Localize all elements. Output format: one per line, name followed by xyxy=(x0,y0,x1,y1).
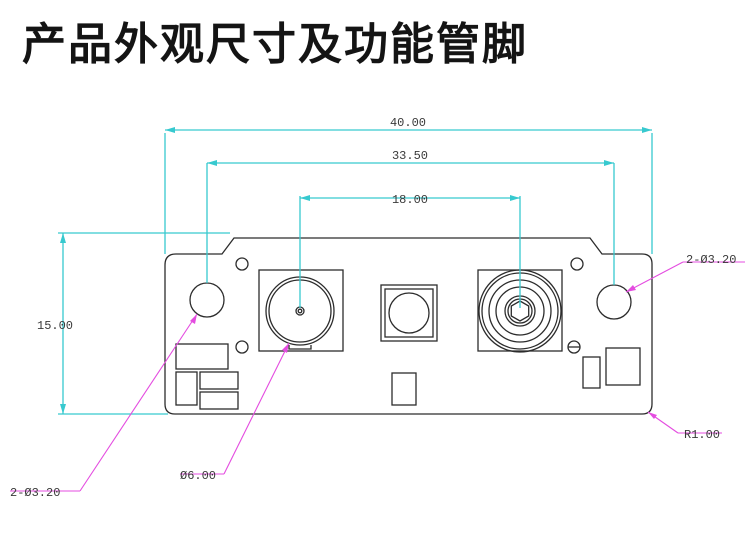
small-hole-mid-right xyxy=(567,340,581,354)
board-outline xyxy=(164,237,653,415)
mount-hole-right xyxy=(596,284,632,320)
small-hole-top-left xyxy=(235,257,249,271)
dimension-label-lens-spacing: 18.00 xyxy=(392,193,428,207)
dimension-label-total-width: 40.00 xyxy=(390,116,426,130)
components-right xyxy=(582,347,641,389)
dimension-label-height: 15.00 xyxy=(37,319,73,333)
mount-hole-left xyxy=(189,282,225,318)
dimension-label-hole-spacing: 33.50 xyxy=(392,149,428,163)
dimension-label-hole-left: 2-Ø3.20 xyxy=(10,486,60,500)
dimension-total-width xyxy=(164,127,653,254)
lens-module-left xyxy=(258,269,344,352)
dimension-label-lens-diameter: Ø6.00 xyxy=(180,469,216,483)
leader-corner-radius xyxy=(647,411,722,434)
dimension-hole-spacing xyxy=(206,160,615,285)
dimension-height xyxy=(58,232,230,415)
small-hole-top-right xyxy=(570,257,584,271)
leader-lens-diameter xyxy=(180,342,290,475)
center-sensor xyxy=(380,284,438,342)
component-center-bottom xyxy=(391,372,417,406)
dimension-label-corner-radius: R1.00 xyxy=(684,428,720,442)
leader-hole-right xyxy=(625,261,745,293)
components-left xyxy=(175,343,239,410)
page-title: 产品外观尺寸及功能管脚 xyxy=(22,19,528,70)
small-hole-mid-left xyxy=(235,340,249,354)
leader-hole-left xyxy=(10,313,198,492)
dimension-label-hole-right: 2-Ø3.20 xyxy=(686,253,736,267)
dimension-lens-spacing xyxy=(299,195,521,308)
